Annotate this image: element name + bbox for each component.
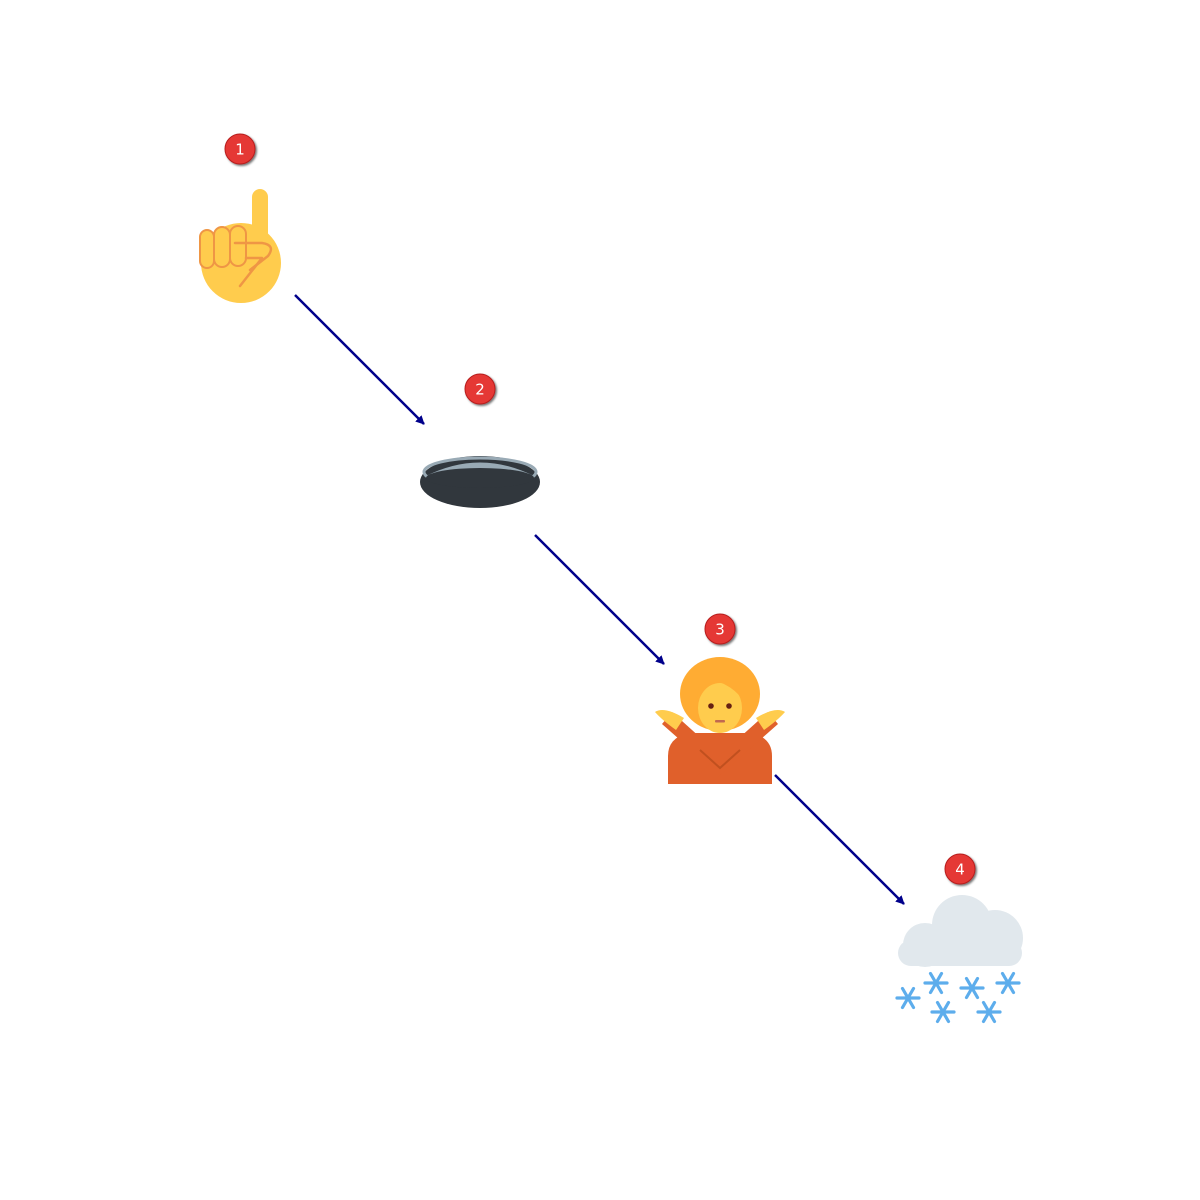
step-badge-4-label: 4 bbox=[955, 861, 965, 879]
snowflake-icon bbox=[930, 1000, 956, 1024]
step-badge-2-label: 2 bbox=[475, 381, 485, 399]
cloud-shape bbox=[898, 895, 1023, 967]
step-2: 2 bbox=[420, 373, 540, 508]
hole-icon bbox=[420, 456, 540, 508]
arrow-1-to-2 bbox=[294, 294, 425, 425]
index-pointing-up-icon bbox=[199, 189, 281, 303]
arrow-2-to-3 bbox=[534, 534, 665, 665]
snowflake-icon bbox=[976, 1000, 1002, 1024]
step-badge-2: 2 bbox=[464, 373, 496, 405]
arrow-3-to-4 bbox=[774, 774, 905, 905]
connector-arrows bbox=[294, 294, 905, 905]
step-badge-1-label: 1 bbox=[235, 141, 245, 159]
snowflake-icon bbox=[995, 971, 1021, 995]
snowflakes bbox=[895, 971, 1021, 1024]
step-3: 3 bbox=[655, 613, 785, 784]
step-1: 1 bbox=[199, 133, 281, 303]
snowflake-icon bbox=[959, 976, 985, 1000]
person-gesturing-no-icon bbox=[655, 657, 785, 784]
step-badge-3-label: 3 bbox=[715, 621, 725, 639]
snowflake-icon bbox=[923, 971, 949, 995]
step-4: 4 bbox=[895, 853, 1023, 1024]
step-badge-3: 3 bbox=[704, 613, 736, 645]
cloud-with-snow-icon bbox=[895, 895, 1023, 1024]
step-badge-4: 4 bbox=[944, 853, 976, 885]
snowflake-icon bbox=[895, 986, 921, 1010]
step-badge-1: 1 bbox=[224, 133, 256, 165]
